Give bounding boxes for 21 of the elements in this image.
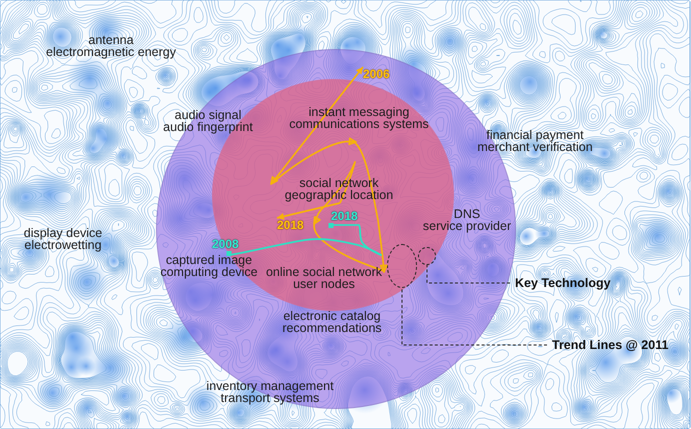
year-label: 2018 [331,209,358,223]
leader-line [426,264,510,284]
year-label: 2006 [363,67,390,81]
topic-label: display device electrowetting [24,227,102,251]
year-label: 2018 [277,218,304,232]
topic-label: financial payment merchant verification [477,129,593,153]
topic-label: captured image computing device [160,254,258,278]
topic-label: inventory management transport systems [206,380,334,404]
focus-circle [418,247,436,265]
topic-label: DNS service provider [422,208,512,232]
topic-label: audio signal audio fingerprint [163,109,253,133]
leader-line [402,288,548,346]
year-label: 2008 [212,237,239,251]
callout-label: Trend Lines @ 2011 [547,338,668,352]
trend-line [270,66,388,273]
focus-ellipse [387,244,417,288]
trend-line [226,222,382,256]
topic-label: online social network user nodes [266,266,382,290]
topic-label: antenna electromagnetic energy [46,34,176,58]
topic-label: electronic catalog recommendations [282,310,382,334]
callout-label: Key Technology [510,276,611,290]
